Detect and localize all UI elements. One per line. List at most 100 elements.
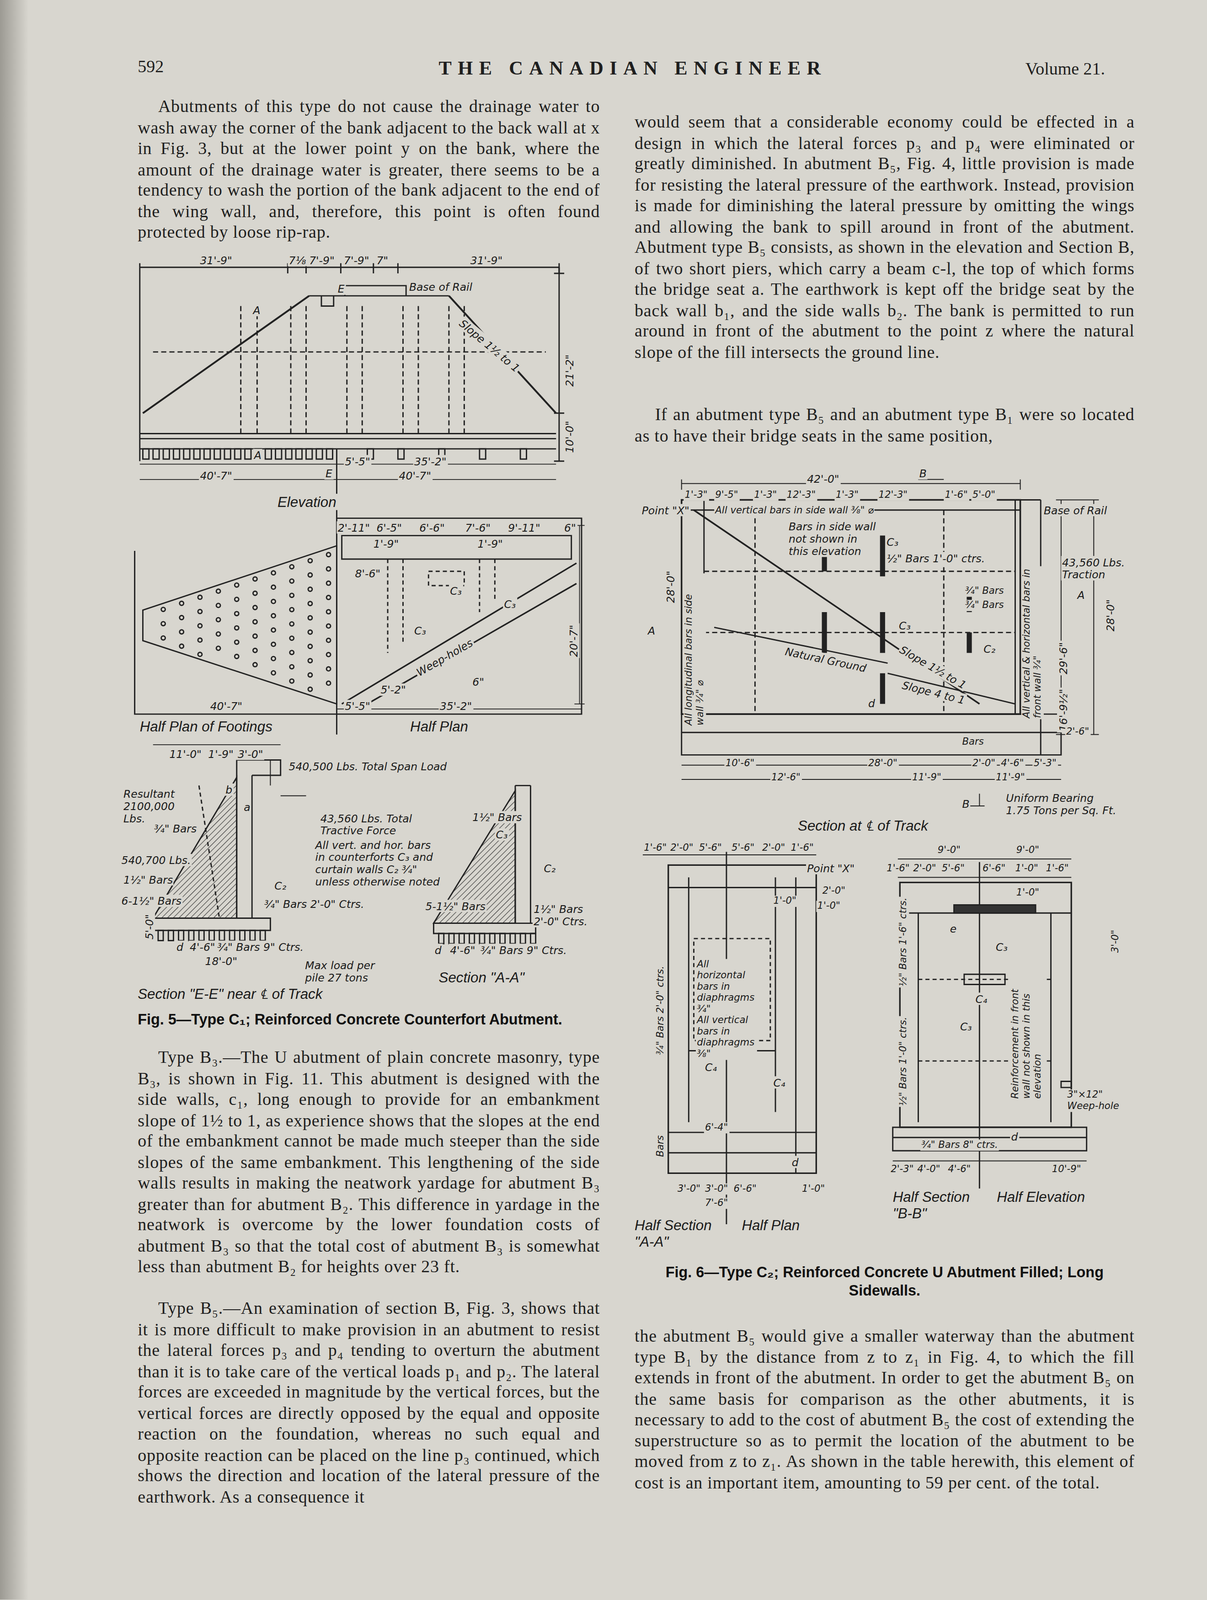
- drawing-line: [289, 593, 294, 598]
- drawing-line: [183, 448, 190, 460]
- dimension-label: 4'-6": [999, 758, 1026, 770]
- dimension-label: 12'-3": [785, 489, 817, 501]
- dimension-label: 5'-6": [730, 842, 756, 854]
- dimension-label: Base of Rail: [1042, 503, 1109, 517]
- view-title: Section at ℄ of Track: [795, 817, 931, 834]
- dimension-label: Uniform Bearing 1.75 Tons per Sq. Ft.: [1004, 791, 1117, 817]
- drawing-line: [134, 518, 582, 715]
- drawing-line: [158, 930, 266, 941]
- drawing-line: [203, 448, 210, 460]
- drawing-line: [326, 552, 331, 557]
- drawing-line: [161, 621, 166, 626]
- dimension-label: ½" Bars 1'-6" ctrs.: [897, 896, 909, 988]
- dimension-label: C₃: [994, 940, 1009, 954]
- dimension-label: 9'-5": [714, 489, 740, 501]
- drawing-line: [239, 930, 245, 941]
- drawing-line: [642, 479, 1100, 1225]
- drawing-line: [295, 448, 302, 460]
- body-paragraph: the abutment B₅ would give a smaller wat…: [634, 1326, 1135, 1494]
- dimension-label: d: [790, 1155, 800, 1169]
- dimension-label: 18'-0": [203, 955, 239, 968]
- dimension-label: 6": [471, 675, 486, 688]
- drawing-line: [520, 448, 527, 460]
- dimension-label: 20'-7": [567, 624, 580, 659]
- dimension-label: d: [175, 940, 185, 954]
- dimension-label: 6-1½" Bars: [120, 894, 183, 908]
- dimension-label: All vertical bars in side wall ⅜" ⌀: [714, 505, 875, 517]
- drawing-line: [197, 623, 203, 628]
- dimension-label: ½" Bars 1'-0" ctrs.: [897, 1015, 909, 1107]
- drawing-line: [179, 601, 184, 606]
- dimension-label: 3'-0": [1110, 929, 1122, 955]
- dimension-label: 4'-6": [448, 943, 477, 956]
- dimension-label: 7": [375, 254, 390, 267]
- drawing-line: [397, 448, 404, 460]
- body-paragraph: Type B₅.—An examination of section B, Fi…: [137, 1298, 600, 1508]
- drawing-line: [198, 785, 220, 919]
- drawing-line: [289, 650, 294, 655]
- drawing-line: [289, 636, 294, 641]
- dimension-label: ¾" Bars 8" ctrs.: [920, 1139, 999, 1151]
- dimension-label: 43,560 Lbs. Traction: [1061, 555, 1128, 581]
- view-title: Half Plan: [408, 718, 471, 735]
- drawing-line: [308, 587, 313, 592]
- dimension-label: ¾" Bars: [964, 585, 1005, 597]
- drawing-line: [336, 525, 585, 710]
- dimension-label: 540,700 Lbs.: [120, 854, 192, 867]
- drawing-line: [308, 658, 313, 663]
- dimension-label: 42'-0": [806, 472, 841, 485]
- dimension-label: 1½" Bars: [471, 811, 524, 824]
- dimension-label: Base of Rail: [408, 280, 474, 294]
- dimension-label: 540,500 Lbs. Total Span Load: [287, 760, 448, 773]
- drawing-line: [224, 448, 231, 460]
- dimension-label: 7'-9": [342, 254, 371, 267]
- dimension-label: C₃: [448, 584, 463, 598]
- drawing-line: [153, 744, 281, 746]
- dimension-label: 2'-11": [336, 521, 371, 534]
- dimension-label: 4'-0": [916, 1164, 942, 1175]
- dimension-label: 2'-6": [1065, 726, 1091, 738]
- drawing-line: [193, 448, 200, 460]
- dimension-label: A: [1076, 588, 1086, 602]
- dimension-label: 28'-0": [664, 569, 677, 604]
- dimension-label: All longitudinal bars in side wall ¾" ⌀: [683, 573, 706, 727]
- dimension-label: 5'-6": [697, 842, 723, 854]
- dimension-label: 5'-5": [343, 699, 372, 713]
- dimension-label: 1'-3": [683, 489, 709, 501]
- drawing-line: [510, 933, 516, 944]
- dimension-label: Resultant 2100,000 Lbs.: [122, 787, 197, 825]
- dimension-label: C₂: [542, 862, 557, 875]
- dimension-label: 6": [563, 521, 577, 534]
- drawing-line: [289, 607, 294, 612]
- dimension-label: 40'-7": [198, 469, 234, 482]
- drawing-line: [197, 595, 203, 600]
- drawing-line: [271, 670, 276, 675]
- dimension-label: 1'-0": [801, 1183, 827, 1195]
- drawing-line: [285, 448, 292, 460]
- drawing-line: [892, 974, 1087, 1151]
- drawing-line: [214, 448, 221, 460]
- dimension-label: C₂: [273, 879, 288, 892]
- drawing-line: [229, 930, 235, 941]
- drawing-line: [252, 648, 257, 653]
- view-title: Half Section "A-A": [632, 1217, 723, 1250]
- dimension-label: 11'-9": [994, 772, 1026, 784]
- dimension-label: C₃: [413, 624, 428, 637]
- view-title: Section "E-E" near ℄ of Track: [135, 985, 325, 1003]
- dimension-label: 2'-0": [971, 758, 997, 770]
- drawing-line: [326, 448, 333, 460]
- dimension-label: 1'-6": [885, 863, 911, 875]
- dimension-label: ¾" Bars 2'-0" ctrs.: [655, 965, 667, 1057]
- drawing-line: [479, 448, 486, 460]
- dimension-label: 1'-0": [772, 895, 798, 907]
- dimension-label: 1'-0": [816, 901, 842, 913]
- dimension-label: Reinforcement in front wall not shown in…: [1009, 977, 1044, 1101]
- drawing-line: [489, 933, 495, 944]
- drawing-line: [899, 882, 1072, 1128]
- dimension-label: 35'-2": [413, 454, 448, 468]
- dimension-label: ¾" Bars 2'-0" Ctrs.: [263, 897, 366, 911]
- drawing-line: [681, 479, 1021, 490]
- drawing-line: [219, 930, 225, 941]
- drawing-line: [153, 448, 160, 460]
- dimension-label: b: [224, 783, 234, 796]
